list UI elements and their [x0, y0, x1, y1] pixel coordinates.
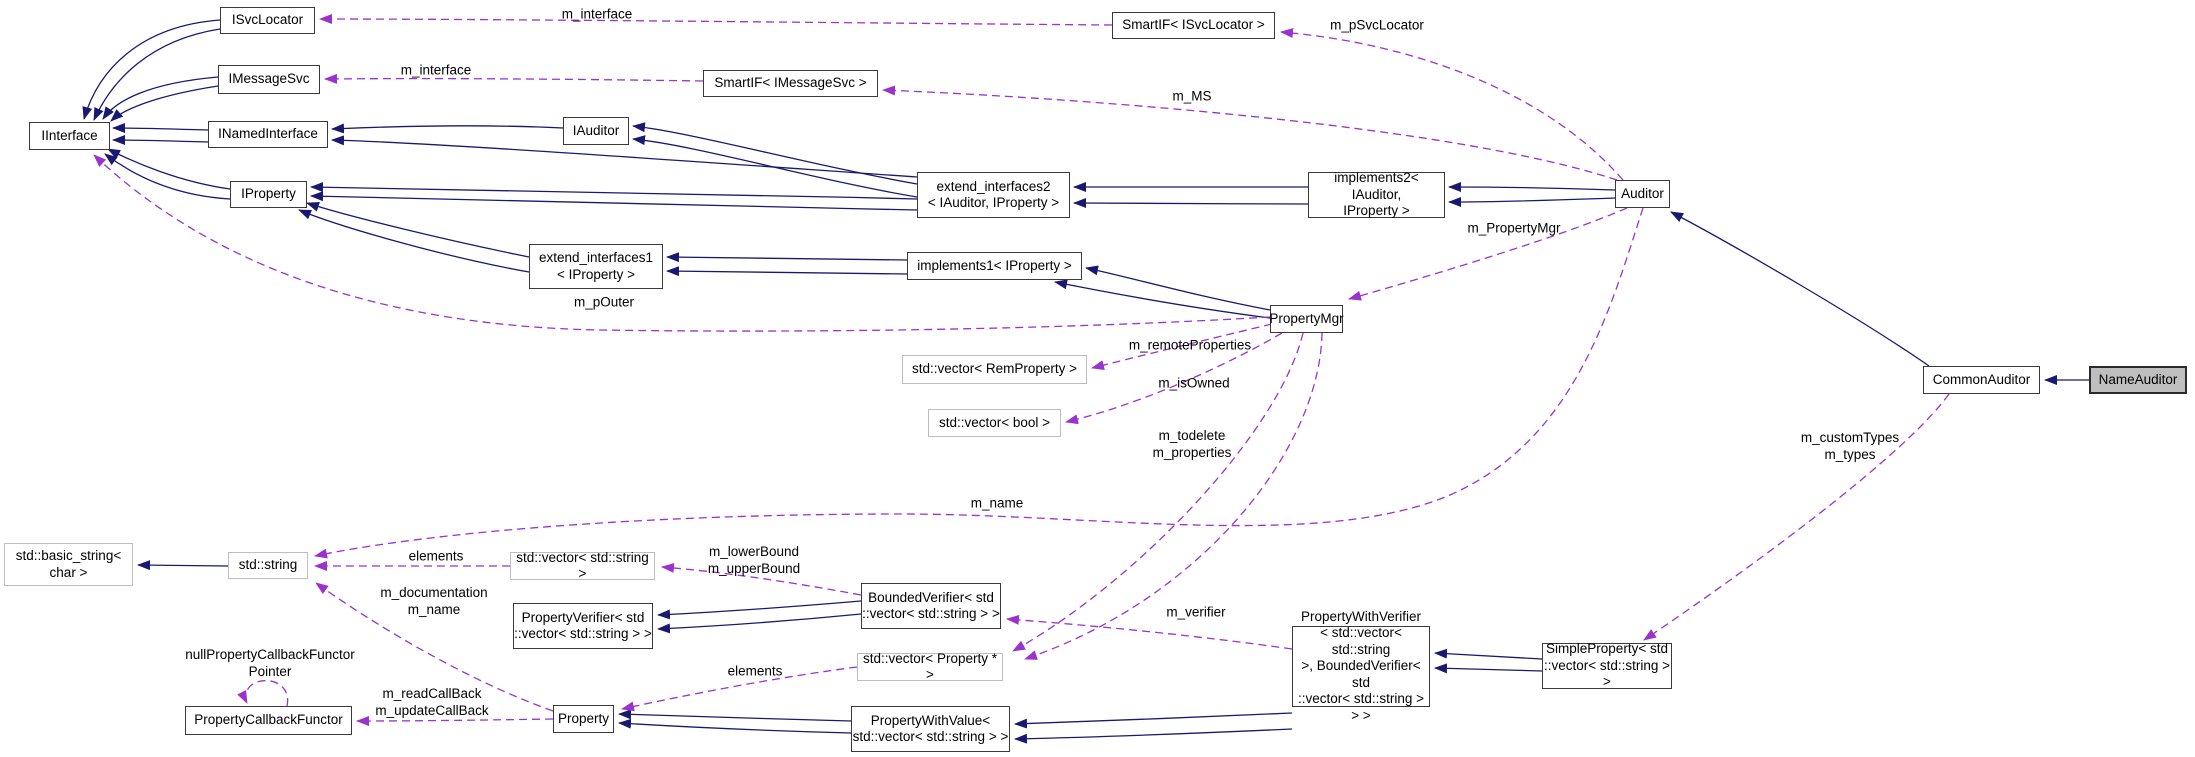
class-node-inamedinterface[interactable]: INamedInterface [208, 121, 328, 148]
class-node-vector-string[interactable]: std::vector< std::string > [510, 550, 655, 581]
edge-label-elements-property: elements [727, 663, 783, 679]
edge-label-m-propertymgr: m_PropertyMgr [1467, 220, 1561, 236]
class-node-propertymgr[interactable]: PropertyMgr [1269, 305, 1344, 333]
edge-label-m-lower-upper: m_lowerBound m_upperBound [707, 544, 801, 576]
edge-label-m-ms: m_MS [1172, 88, 1212, 104]
edge-label-m-doc-name: m_documentation m_name [380, 585, 488, 617]
edge-label-m-psvclocator: m_pSvcLocator [1330, 17, 1424, 33]
class-node-iproperty[interactable]: IProperty [230, 181, 307, 208]
edge-label-m-customtypes-types: m_customTypes m_types [1800, 430, 1900, 462]
class-node-implements2[interactable]: implements2< IAuditor, IProperty > [1308, 170, 1445, 218]
class-node-basic-string[interactable]: std::basic_string< char > [4, 543, 133, 586]
edge-label-m-interface-msg: m_interface [400, 62, 472, 78]
class-node-vector-bool[interactable]: std::vector< bool > [928, 409, 1061, 437]
class-node-isvclocator[interactable]: ISvcLocator [220, 7, 315, 34]
edge-label-m-read-update: m_readCallBack m_updateCallBack [375, 686, 489, 718]
class-node-extend-interfaces1[interactable]: extend_interfaces1 < IProperty > [529, 244, 663, 289]
class-node-implements1[interactable]: implements1< IProperty > [907, 252, 1082, 280]
class-node-smartif-imessagesvc[interactable]: SmartIF< IMessageSvc > [703, 70, 878, 97]
class-node-auditor[interactable]: Auditor [1615, 180, 1670, 208]
class-node-nameauditor[interactable]: NameAuditor [2089, 366, 2187, 394]
edge-label-m-pouter: m_pOuter [573, 294, 635, 310]
edge-label-m-name-auditor: m_name [970, 495, 1024, 511]
class-node-smartif-isvclocator[interactable]: SmartIF< ISvcLocator > [1112, 12, 1275, 39]
edge-label-m-remoteproperties: m_remoteProperties [1128, 337, 1252, 353]
class-node-vector-property-ptr[interactable]: std::vector< Property * > [857, 651, 1003, 682]
edge-label-m-todelete-properties: m_todelete m_properties [1152, 428, 1232, 460]
class-node-vector-remproperty[interactable]: std::vector< RemProperty > [902, 355, 1087, 384]
edge-label-elements-string: elements [408, 548, 464, 564]
edge-label-m-verifier: m_verifier [1166, 604, 1226, 620]
class-node-iauditor[interactable]: IAuditor [563, 117, 629, 145]
edge-label-m-isowned: m_isOwned [1158, 375, 1230, 391]
class-node-propertycallbackfunctor[interactable]: PropertyCallbackFunctor [185, 706, 352, 735]
class-node-property[interactable]: Property [553, 705, 614, 733]
class-node-propertywithvalue[interactable]: PropertyWithValue< std::vector< std::str… [851, 706, 1010, 752]
class-node-extend-interfaces2[interactable]: extend_interfaces2 < IAuditor, IProperty… [917, 172, 1070, 218]
class-node-propertyverifier[interactable]: PropertyVerifier< std ::vector< std::str… [513, 603, 653, 649]
class-node-imessagesvc[interactable]: IMessageSvc [218, 65, 320, 94]
edge-label-m-interface-svc: m_interface [561, 6, 633, 22]
class-node-commonauditor[interactable]: CommonAuditor [1923, 366, 2040, 394]
class-node-propertywithverifier[interactable]: PropertyWithVerifier < std::vector< std:… [1292, 609, 1430, 723]
class-node-iinterface[interactable]: IInterface [29, 122, 110, 150]
class-node-boundedverifier[interactable]: BoundedVerifier< std ::vector< std::stri… [861, 583, 1001, 629]
edge-label-null-pcf-pointer: nullPropertyCallbackFunctor Pointer [185, 647, 355, 679]
class-node-std-string[interactable]: std::string [228, 552, 308, 579]
class-node-simpleproperty[interactable]: SimpleProperty< std ::vector< std::strin… [1542, 641, 1672, 690]
